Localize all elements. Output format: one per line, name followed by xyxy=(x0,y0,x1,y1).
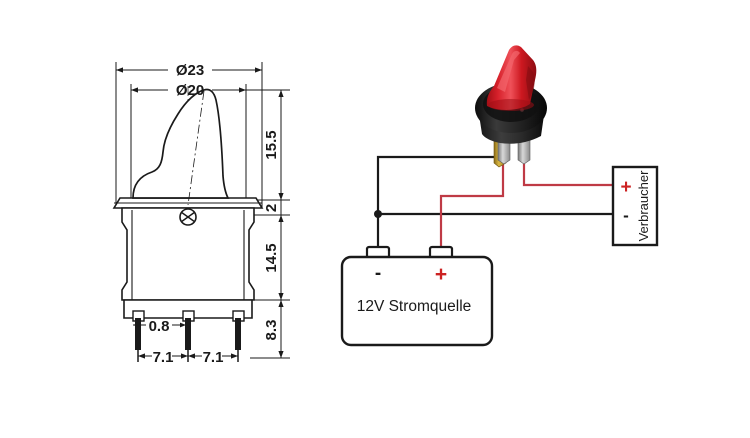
rocker-lever[interactable] xyxy=(486,45,537,110)
battery-positive-label: + xyxy=(435,263,447,286)
dim-bezel-thickness: 2 xyxy=(263,204,280,212)
wire-positive-switch-to-load xyxy=(522,157,614,187)
consumer-positive-label: + xyxy=(620,177,631,198)
wire-junction-dot xyxy=(374,210,382,218)
consumer-label: Verbraucher xyxy=(636,170,651,241)
dimension-labels: Ø23 Ø20 15.5 2 14.5 8.3 0.8 7.1 7.1 xyxy=(149,62,280,366)
wire-negative-path xyxy=(376,155,614,256)
load-box: + - Verbraucher xyxy=(611,165,659,247)
battery-body xyxy=(340,255,494,347)
consumer-body xyxy=(611,165,659,247)
dim-lever-height: 15.5 xyxy=(263,130,280,159)
rocker-lever-profile xyxy=(132,88,230,206)
dim-body-height: 14.5 xyxy=(263,243,280,272)
dim-outer-diameter: Ø23 xyxy=(176,62,204,79)
dim-pin-pitch-left: 7.1 xyxy=(153,349,174,366)
consumer-negative-label: - xyxy=(623,206,629,225)
battery-negative-label: - xyxy=(375,263,381,284)
dim-inner-diameter: Ø20 xyxy=(176,82,204,99)
rocker-switch-photo[interactable] xyxy=(475,45,547,168)
pin-left xyxy=(132,310,145,362)
pin-center xyxy=(182,310,195,362)
power-source-box: - + 12V Stromquelle xyxy=(340,245,494,347)
pivot-crosshair-icon xyxy=(179,208,197,226)
dim-pin-pitch-right: 7.1 xyxy=(203,349,224,366)
switch-outline xyxy=(112,197,264,319)
dim-pin-width: 0.8 xyxy=(149,318,170,335)
pin-right xyxy=(232,310,245,362)
wire-positive-battery-to-switch xyxy=(439,157,505,256)
switch-pins xyxy=(132,310,245,362)
dimension-lines xyxy=(115,62,290,362)
dim-pin-length: 8.3 xyxy=(263,320,280,341)
battery-label: 12V Stromquelle xyxy=(357,298,472,315)
